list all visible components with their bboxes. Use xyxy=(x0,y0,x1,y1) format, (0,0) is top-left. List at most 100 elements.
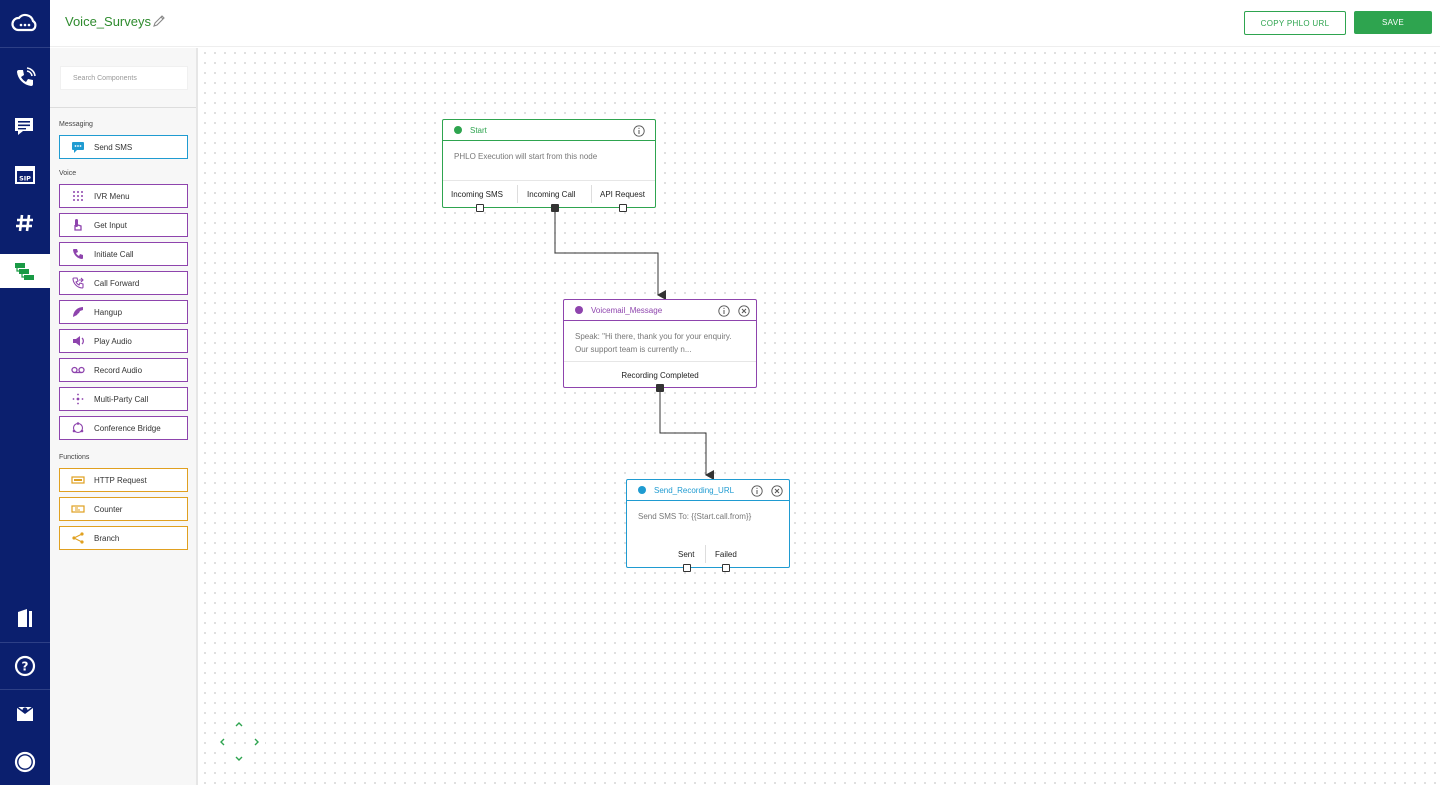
component-label: HTTP Request xyxy=(94,475,147,485)
info-icon[interactable] xyxy=(718,304,730,317)
port-failed[interactable] xyxy=(722,564,730,572)
docs-icon[interactable] xyxy=(0,601,50,635)
info-icon[interactable] xyxy=(751,484,763,497)
branch-icon xyxy=(71,531,85,545)
phone-icon xyxy=(71,247,85,261)
counter-icon xyxy=(71,502,85,516)
port-label-incoming-call: Incoming Call xyxy=(527,190,576,199)
component-counter[interactable]: Counter xyxy=(59,497,188,521)
node-start[interactable]: Start PHLO Execution will start from thi… xyxy=(442,119,656,212)
port-api-request[interactable] xyxy=(619,204,627,212)
component-label: Get Input xyxy=(94,220,127,230)
chevron-left-icon[interactable] xyxy=(214,734,230,750)
chevron-up-icon[interactable] xyxy=(231,716,247,732)
status-dot xyxy=(454,126,462,134)
chevron-down-icon[interactable] xyxy=(231,751,247,767)
component-call-forward[interactable]: Call Forward xyxy=(59,271,188,295)
header-bar: Voice_Surveys COPY PHLO URL SAVE xyxy=(50,0,1440,47)
node-name: Voicemail_Message xyxy=(591,305,663,315)
close-icon[interactable] xyxy=(738,304,750,317)
chevron-right-icon[interactable] xyxy=(249,734,265,750)
conference-icon xyxy=(71,421,85,435)
node-ports: Recording Completed xyxy=(564,361,756,387)
port-label-failed: Failed xyxy=(715,550,737,559)
canvas-pan-controls xyxy=(214,716,266,768)
node-send-recording-url[interactable]: Send_Recording_URL Send SMS To: {{Start.… xyxy=(626,479,790,572)
component-label: IVR Menu xyxy=(94,191,130,201)
phlo-canvas[interactable] xyxy=(200,48,1440,785)
copy-phlo-url-button[interactable]: COPY PHLO URL xyxy=(1244,11,1346,35)
section-label-functions: Functions xyxy=(59,454,90,461)
section-label-voice: Voice xyxy=(59,170,77,177)
multi-party-icon xyxy=(71,392,85,406)
port-label-api-request: API Request xyxy=(600,190,645,199)
svg-text:SIP: SIP xyxy=(19,175,31,183)
hashtag-icon[interactable] xyxy=(0,206,50,240)
node-header: Send_Recording_URL xyxy=(627,480,789,501)
component-record-audio[interactable]: Record Audio xyxy=(59,358,188,382)
speaker-icon xyxy=(71,334,85,348)
status-dot xyxy=(575,306,583,314)
component-label: Play Audio xyxy=(94,336,132,346)
phlo-icon[interactable] xyxy=(0,254,50,288)
component-hangup[interactable]: Hangup xyxy=(59,300,188,324)
component-branch[interactable]: Branch xyxy=(59,526,188,550)
port-incoming-call[interactable] xyxy=(551,204,559,212)
component-get-input[interactable]: Get Input xyxy=(59,213,188,237)
node-header: Start xyxy=(443,120,655,141)
node-name: Send_Recording_URL xyxy=(654,485,735,495)
svg-text:?: ? xyxy=(22,660,29,674)
node-description: PHLO Execution will start from this node xyxy=(454,152,598,161)
voicemail-icon xyxy=(71,363,85,377)
status-dot xyxy=(638,486,646,494)
component-play-audio[interactable]: Play Audio xyxy=(59,329,188,353)
nav-rail: SIP ? xyxy=(0,0,50,785)
component-conference-bridge[interactable]: Conference Bridge xyxy=(59,416,188,440)
sip-icon[interactable]: SIP xyxy=(0,158,50,192)
component-label: Branch xyxy=(94,533,120,543)
call-forward-icon xyxy=(71,276,85,290)
node-description: Speak: "Hi there, thank you for your enq… xyxy=(575,332,732,354)
component-ivr-menu[interactable]: IVR Menu xyxy=(59,184,188,208)
component-label: Hangup xyxy=(94,307,123,317)
port-sent[interactable] xyxy=(683,564,691,572)
port-incoming-sms[interactable] xyxy=(476,204,484,212)
component-label: Multi-Party Call xyxy=(94,394,149,404)
node-voicemail-message[interactable]: Voicemail_Message Speak: "Hi there, than… xyxy=(563,299,757,392)
node-name: Start xyxy=(470,125,487,135)
touch-icon xyxy=(71,218,85,232)
component-initiate-call[interactable]: Initiate Call xyxy=(59,242,188,266)
components-panel: Search Components Messaging Send SMS Voi… xyxy=(50,48,198,785)
info-icon[interactable] xyxy=(633,124,645,137)
account-icon[interactable] xyxy=(0,745,50,779)
pencil-icon[interactable] xyxy=(152,14,166,28)
help-icon[interactable]: ? xyxy=(0,649,50,683)
phone-icon[interactable] xyxy=(0,61,50,95)
chat-icon[interactable] xyxy=(0,109,50,143)
node-header: Voicemail_Message xyxy=(564,300,756,321)
cloud-logo-icon[interactable] xyxy=(0,6,50,40)
search-components-input[interactable]: Search Components xyxy=(60,66,188,90)
component-multi-party-call[interactable]: Multi-Party Call xyxy=(59,387,188,411)
keypad-icon xyxy=(71,189,85,203)
section-label-messaging: Messaging xyxy=(59,121,93,128)
component-http-request[interactable]: HTTP Request xyxy=(59,468,188,492)
sms-icon xyxy=(71,140,85,154)
divider xyxy=(50,107,196,108)
phlo-title[interactable]: Voice_Surveys xyxy=(65,14,151,29)
hangup-icon xyxy=(71,305,85,319)
component-label: Conference Bridge xyxy=(94,423,161,433)
support-icon[interactable] xyxy=(0,697,50,731)
component-label: Counter xyxy=(94,504,123,514)
port-label-sent: Sent xyxy=(678,550,695,559)
save-button[interactable]: SAVE xyxy=(1354,11,1432,34)
port-label-incoming-sms: Incoming SMS xyxy=(451,190,504,199)
http-icon xyxy=(71,473,85,487)
component-send-sms[interactable]: Send SMS xyxy=(59,135,188,159)
component-label: Call Forward xyxy=(94,278,140,288)
component-label: Record Audio xyxy=(94,365,143,375)
close-icon[interactable] xyxy=(771,484,783,497)
node-ports: Sent Failed xyxy=(627,541,789,567)
node-ports: Incoming SMS Incoming Call API Request xyxy=(443,180,655,207)
port-recording-completed[interactable] xyxy=(656,384,664,392)
